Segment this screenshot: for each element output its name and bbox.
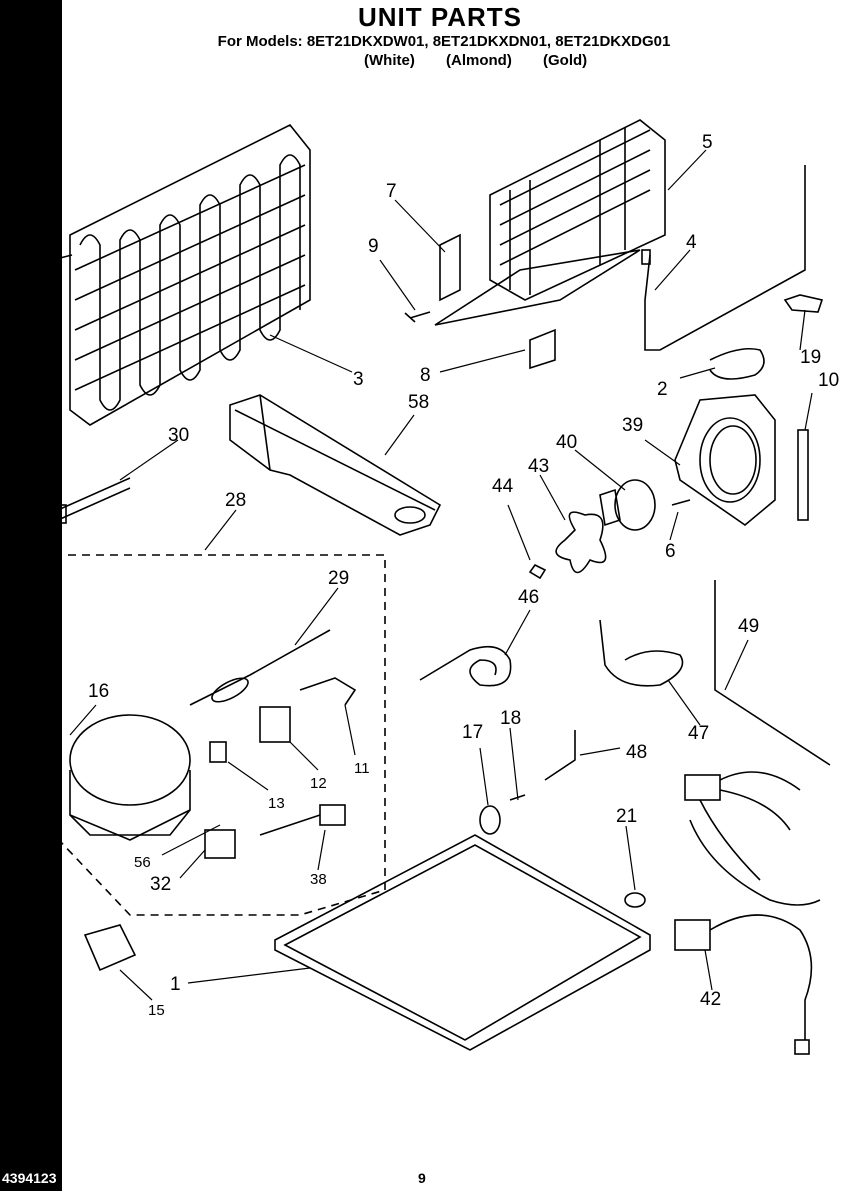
color-white: (White) [364, 52, 415, 69]
models-line: For Models: 8ET21DKXDW01, 8ET21DKXDN01, … [217, 33, 671, 50]
left-black-margin [0, 0, 62, 1191]
fan-motor-assembly [528, 479, 691, 580]
label-39: 39 [622, 415, 643, 436]
label-47: 47 [688, 723, 709, 744]
tubing-46 [419, 645, 512, 687]
label-43: 43 [528, 456, 549, 477]
label-16: 16 [88, 681, 109, 702]
label-2: 2 [657, 379, 668, 400]
label-13: 13 [268, 795, 285, 812]
label-5: 5 [702, 132, 713, 153]
color-gold: (Gold) [543, 52, 588, 69]
label-40: 40 [556, 432, 577, 453]
label-4: 4 [686, 232, 697, 253]
label-56: 56 [134, 854, 151, 871]
page-number: 9 [418, 1170, 426, 1186]
compressor-group-outline [39, 554, 386, 916]
label-6: 6 [665, 541, 676, 562]
defrost-wire [644, 165, 806, 351]
label-46: 46 [518, 587, 539, 608]
tubing-47 [599, 619, 684, 687]
label-29: 29 [328, 568, 349, 589]
label-3: 3 [353, 369, 364, 390]
label-44: 44 [492, 476, 514, 497]
label-49: 49 [738, 616, 759, 637]
callout-labels: 3 5 7 9 4 8 2 19 10 58 30 39 40 43 44 6 … [36, 132, 839, 1019]
label-38: 38 [310, 871, 327, 888]
label-11: 11 [354, 760, 370, 777]
drain-trough [229, 394, 442, 536]
document-code: 4394123 [2, 1170, 57, 1186]
color-almond: (Almond) [446, 52, 512, 69]
compressor [69, 714, 191, 841]
wiring-harness [674, 771, 821, 1055]
label-18: 18 [500, 708, 521, 729]
label-32: 32 [150, 874, 171, 895]
label-17: 17 [462, 722, 483, 743]
label-58: 58 [408, 392, 429, 413]
label-48: 48 [626, 742, 647, 763]
base-plate [274, 834, 651, 1051]
label-8: 8 [420, 365, 431, 386]
page-title: UNIT PARTS [357, 2, 523, 32]
label-28: 28 [225, 490, 246, 511]
tube-49 [714, 580, 831, 766]
label-15: 15 [148, 1002, 165, 1019]
fan-shroud [674, 394, 776, 527]
label-14: 14 [36, 981, 58, 1002]
condenser-coil [19, 123, 311, 426]
label-12: 12 [310, 775, 327, 792]
label-9: 9 [368, 236, 379, 257]
label-7: 7 [386, 181, 397, 202]
label-10: 10 [818, 370, 839, 391]
label-42: 42 [700, 989, 721, 1010]
evaporator [434, 119, 666, 326]
label-21: 21 [616, 806, 637, 827]
filter-drier [189, 629, 331, 706]
label-30: 30 [168, 425, 189, 446]
label-1: 1 [170, 974, 181, 995]
label-19: 19 [800, 347, 821, 368]
leader-lines [44, 149, 813, 1001]
